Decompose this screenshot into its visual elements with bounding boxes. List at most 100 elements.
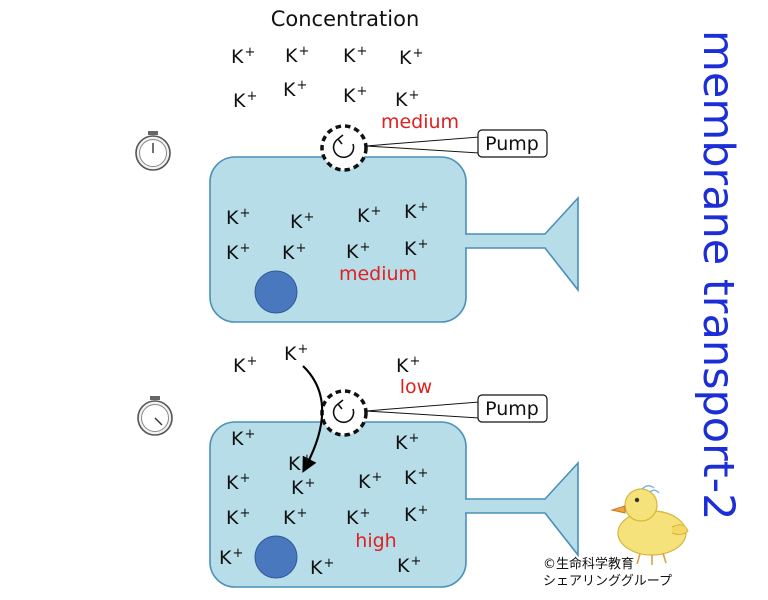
potassium-ion: K+ bbox=[226, 471, 250, 494]
ion-charge: + bbox=[371, 470, 382, 485]
pump-callout-pointer bbox=[365, 136, 480, 154]
potassium-ion: K+ bbox=[397, 554, 421, 577]
pump-callout-pointer bbox=[365, 401, 480, 419]
ion-charge: + bbox=[417, 466, 428, 481]
ion-symbol: K bbox=[358, 471, 371, 493]
ion-symbol: K bbox=[226, 472, 239, 494]
potassium-ion: K+ bbox=[343, 84, 367, 107]
ion-symbol: K bbox=[399, 47, 412, 69]
ion-symbol: K bbox=[397, 555, 410, 577]
ion-symbol: K bbox=[285, 45, 298, 67]
ion-charge: + bbox=[301, 452, 312, 467]
ion-symbol: K bbox=[357, 205, 370, 227]
ion-charge: + bbox=[296, 78, 307, 93]
ion-charge: + bbox=[298, 44, 309, 59]
potassium-ion: K+ bbox=[283, 506, 307, 529]
potassium-ion: K+ bbox=[282, 241, 306, 264]
ion-charge: + bbox=[244, 45, 255, 60]
pump-callout bbox=[477, 129, 548, 158]
ion-charge: + bbox=[408, 431, 419, 446]
potassium-ion: K+ bbox=[404, 503, 428, 526]
ion-charge: + bbox=[410, 554, 421, 569]
ion-charge: + bbox=[417, 503, 428, 518]
potassium-ion: K+ bbox=[343, 44, 367, 67]
ion-symbol: K bbox=[343, 85, 356, 107]
ion-symbol: K bbox=[343, 45, 356, 67]
potassium-ion: K+ bbox=[357, 204, 381, 227]
ion-symbol: K bbox=[310, 557, 323, 579]
ion-symbol: K bbox=[290, 211, 303, 233]
potassium-ion: K+ bbox=[233, 89, 257, 112]
ion-charge: + bbox=[296, 506, 307, 521]
potassium-ion: K+ bbox=[219, 546, 243, 569]
potassium-ion: K+ bbox=[395, 431, 419, 454]
axon-junction bbox=[462, 235, 468, 247]
copyright-credit: ©生命科学教育 シェアリンググループ bbox=[543, 556, 672, 590]
stopwatch-icon bbox=[137, 396, 173, 436]
pump-icon bbox=[320, 124, 368, 172]
ion-charge: + bbox=[408, 88, 419, 103]
inside-level-label: high bbox=[355, 530, 396, 552]
ion-charge: + bbox=[370, 204, 381, 219]
ion-symbol: K bbox=[231, 46, 244, 68]
ion-symbol: K bbox=[283, 507, 296, 529]
ion-symbol: K bbox=[226, 242, 239, 264]
ion-charge: + bbox=[297, 342, 308, 357]
ion-charge: + bbox=[412, 46, 423, 61]
axon bbox=[465, 460, 579, 558]
ion-symbol: K bbox=[396, 355, 409, 377]
page-title: membrane transport-2 bbox=[693, 30, 743, 521]
ion-symbol: K bbox=[346, 507, 359, 529]
ion-symbol: K bbox=[395, 432, 408, 454]
ion-symbol: K bbox=[346, 241, 359, 263]
ion-symbol: K bbox=[284, 343, 297, 365]
inside-level-label: medium bbox=[339, 263, 417, 285]
potassium-ion: K+ bbox=[285, 44, 309, 67]
duck-mascot-icon bbox=[610, 485, 689, 565]
ion-charge: + bbox=[239, 206, 250, 221]
potassium-ion: K+ bbox=[226, 206, 250, 229]
ion-charge: + bbox=[244, 427, 255, 442]
pump-label: Pump bbox=[485, 133, 539, 155]
ion-symbol: K bbox=[404, 201, 417, 223]
ion-symbol: K bbox=[291, 477, 304, 499]
potassium-ion: K+ bbox=[396, 354, 420, 377]
potassium-ion: K+ bbox=[231, 45, 255, 68]
axon-junction bbox=[462, 500, 468, 512]
ion-symbol: K bbox=[404, 238, 417, 260]
pump-icon bbox=[320, 389, 368, 437]
potassium-ion: K+ bbox=[404, 466, 428, 489]
ion-charge: + bbox=[246, 89, 257, 104]
inside-ions-1: K+ K+ K+ K+ K+ K+ K+ K+ bbox=[226, 200, 428, 264]
outside-ions-1: K+ K+ K+ K+ K+ K+ K+ K+ bbox=[231, 44, 423, 112]
ion-charge: + bbox=[246, 354, 257, 369]
potassium-ion: K+ bbox=[358, 470, 382, 493]
potassium-ion: K+ bbox=[226, 241, 250, 264]
ion-charge: + bbox=[323, 556, 334, 571]
neuron-cell-2 bbox=[209, 421, 579, 588]
potassium-ion: K+ bbox=[231, 427, 255, 450]
potassium-ion: K+ bbox=[346, 240, 370, 263]
outside-level-label: low bbox=[400, 376, 432, 398]
ion-symbol: K bbox=[226, 207, 239, 229]
ion-charge: + bbox=[417, 200, 428, 215]
ion-charge: + bbox=[303, 210, 314, 225]
potassium-ion: K+ bbox=[291, 476, 315, 499]
pump-callout bbox=[477, 394, 548, 423]
ion-symbol: K bbox=[395, 89, 408, 111]
ion-charge: + bbox=[232, 546, 243, 561]
transport-arrow bbox=[302, 365, 324, 473]
potassium-ion: K+ bbox=[404, 237, 428, 260]
inside-ions-2: K+ K+ K+ K+ K+ K+ K+ K+ K+ K+ K+ K+ K+ K… bbox=[219, 427, 428, 579]
potassium-ion: K+ bbox=[346, 506, 370, 529]
ion-charge: + bbox=[239, 471, 250, 486]
concentration-heading: Concentration bbox=[271, 7, 420, 31]
potassium-ion: K+ bbox=[284, 342, 308, 365]
credit-line-2: シェアリンググループ bbox=[543, 574, 672, 589]
credit-line-1: ©生命科学教育 bbox=[543, 557, 635, 572]
stopwatch-icon bbox=[135, 131, 171, 171]
ion-symbol: K bbox=[283, 79, 296, 101]
ion-symbol: K bbox=[404, 504, 417, 526]
ion-symbol: K bbox=[219, 547, 232, 569]
